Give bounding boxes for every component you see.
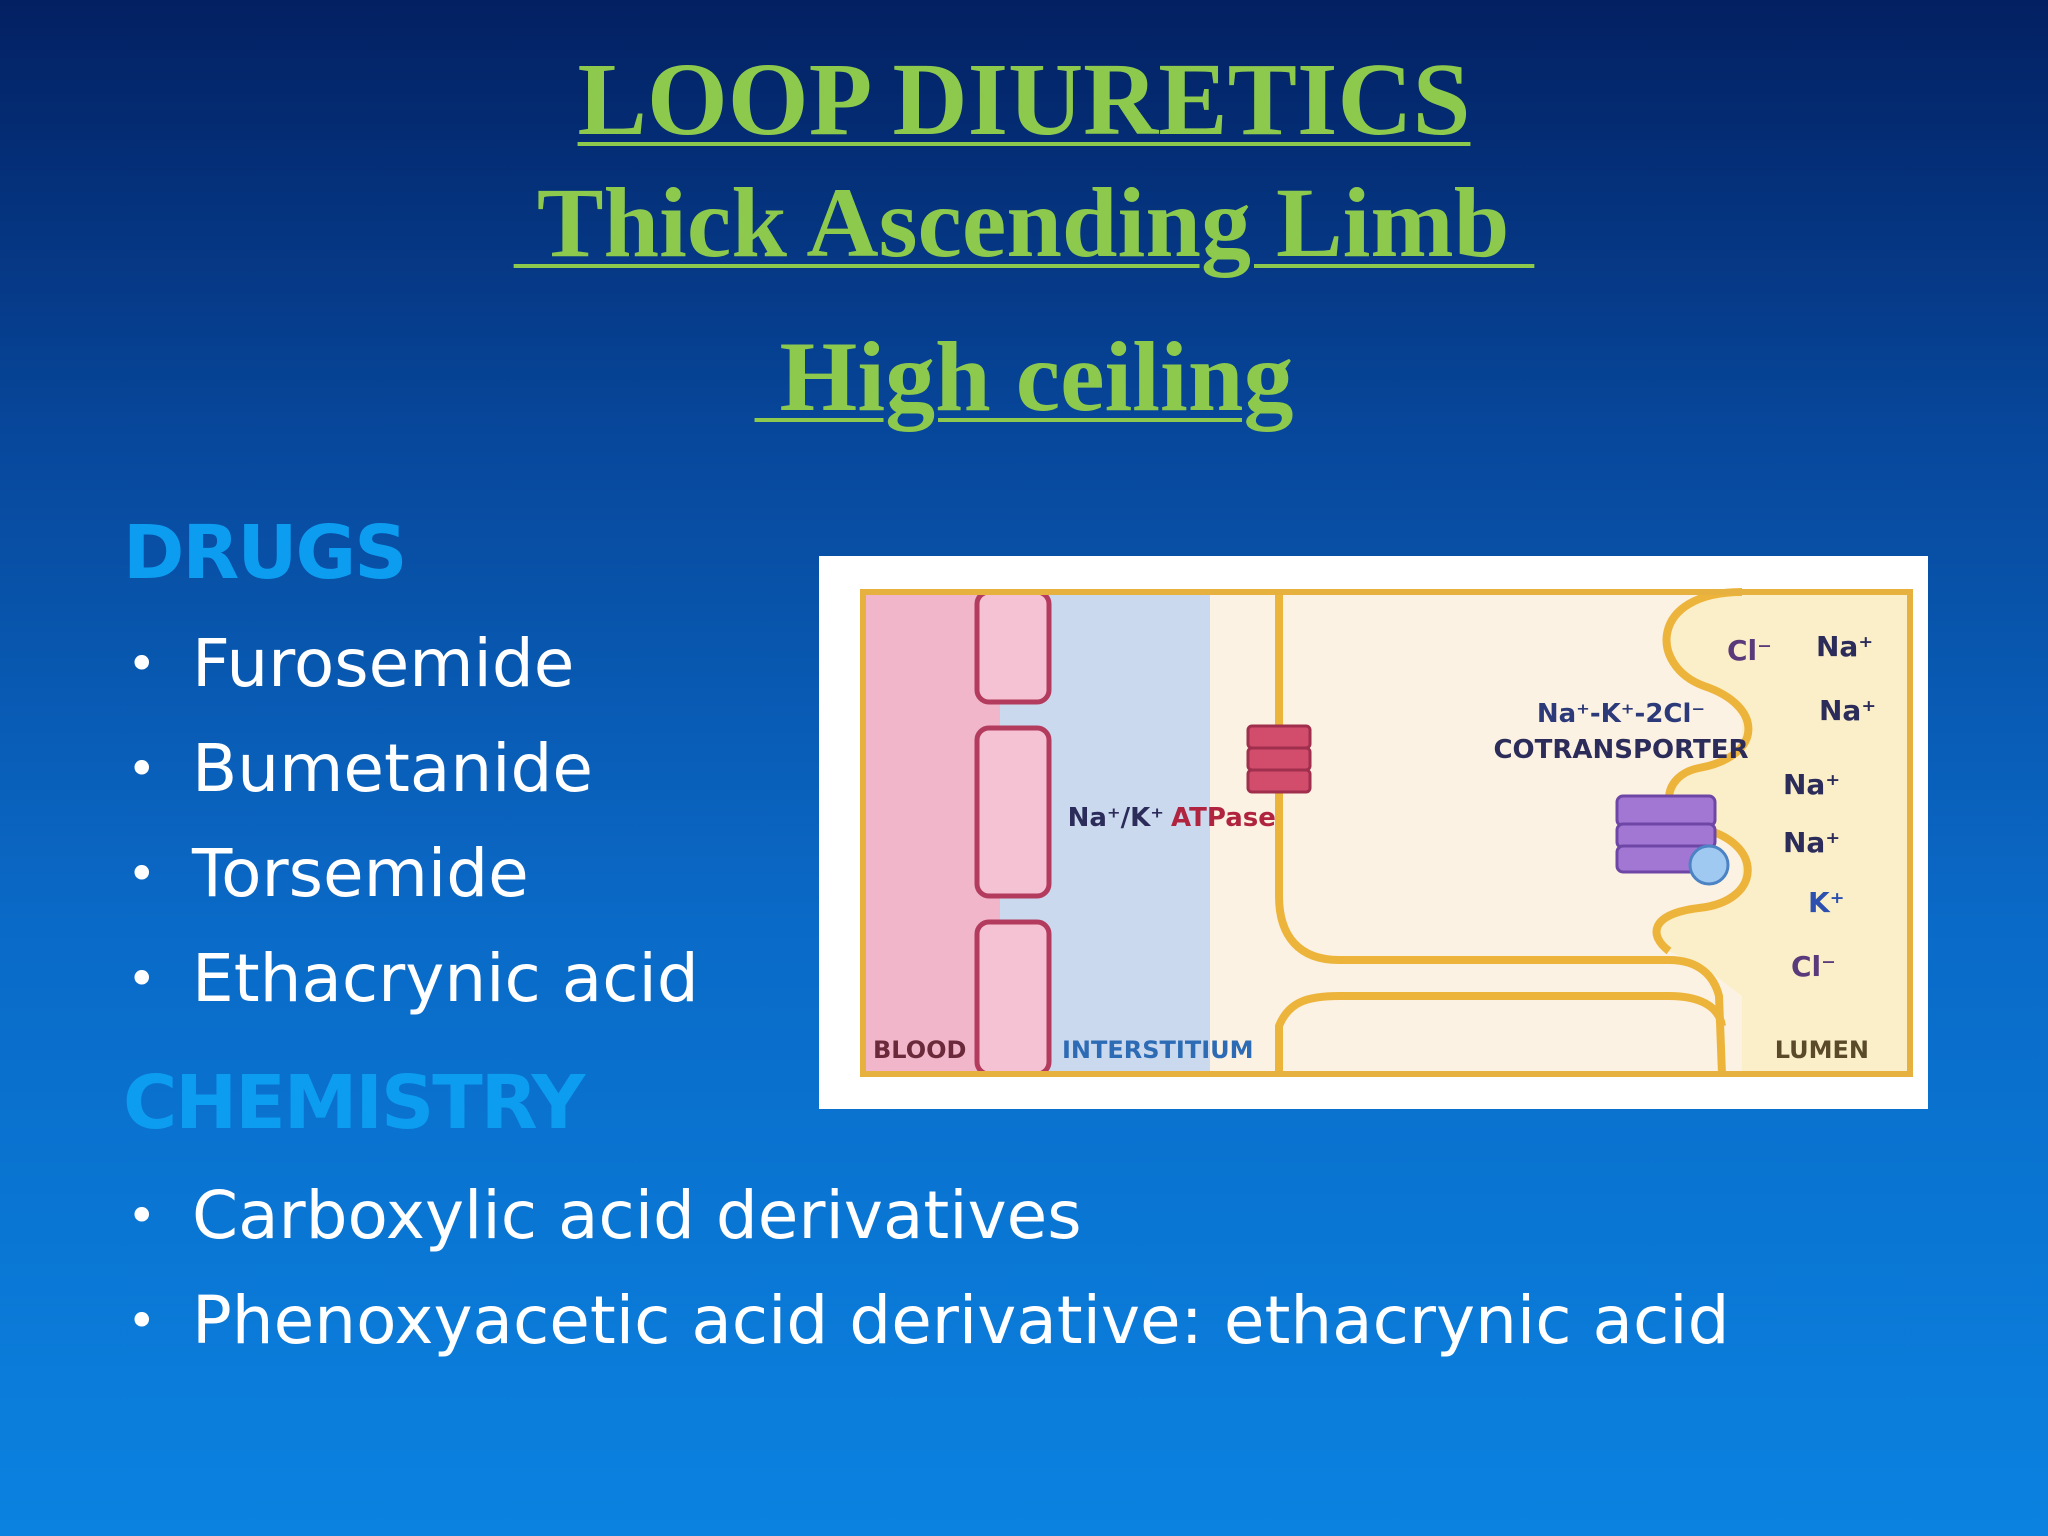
basolateral-membrane (1275, 592, 1726, 1075)
bullet-icon: • (127, 950, 157, 1008)
title-line-1: LOOP DIURETICS (577, 42, 1471, 157)
lumen-ion-label: Na⁺ (1819, 694, 1876, 727)
drug-name: Furosemide (192, 625, 575, 702)
blood-label: BLOOD (873, 1036, 966, 1064)
apical-membrane (1652, 588, 1753, 955)
tubule-diagram: Na⁺/K⁺ ATPase Na⁺-K⁺-2Cl⁻ COTRANSPORTER … (819, 556, 1928, 1109)
lumen-ion-label: Na⁺ (1816, 630, 1873, 663)
chemistry-item: Phenoxyacetic acid derivative: ethacryni… (192, 1282, 1730, 1359)
lumen-ion-label: Cl⁻ (1727, 634, 1772, 667)
drug-name: Ethacrynic acid (192, 940, 699, 1017)
cotransporter-icon (1615, 794, 1730, 886)
drug-name: Bumetanide (192, 730, 593, 807)
tight-junction-membrane (1275, 992, 1726, 1074)
capillary-wall-segment (974, 589, 1052, 705)
bullet-icon: • (127, 635, 157, 693)
lumen-ion-label: K⁺ (1808, 886, 1844, 919)
pump-name-label: ATPase (1171, 803, 1276, 833)
list-item: • Carboxylic acid derivatives (123, 1176, 1730, 1281)
capillary-wall-segment (974, 725, 1052, 899)
chemistry-item: Carboxylic acid derivatives (192, 1177, 1082, 1254)
drugs-list: • Furosemide • Bumetanide • Torsemide • Etha… (123, 624, 699, 1044)
tubule-diagram-svg: Na⁺/K⁺ ATPase Na⁺-K⁺-2Cl⁻ COTRANSPORTER … (860, 588, 1913, 1077)
bullet-icon: • (127, 1292, 157, 1350)
bullet-icon: • (127, 1187, 157, 1245)
drug-name: Torsemide (192, 835, 529, 912)
bullet-icon: • (127, 740, 157, 798)
title-line-3: High ceiling (754, 321, 1294, 432)
cotransporter-ions-label: Na⁺-K⁺-2Cl⁻ (1537, 699, 1705, 729)
slide-title: LOOP DIURETICS Thick Ascending Limb High… (0, 48, 2048, 427)
lumen-ion-label: Na⁺ (1783, 826, 1840, 859)
na-k-atpase-pump-icon (1246, 724, 1312, 794)
pump-ions-label: Na⁺/K⁺ (1068, 803, 1164, 833)
capillary-wall-segment (974, 919, 1052, 1077)
chemistry-list: • Carboxylic acid derivatives • Phenoxyace… (123, 1176, 1730, 1386)
list-item: • Torsemide (123, 834, 699, 939)
drugs-heading: DRUGS (123, 510, 408, 596)
lumen-ion-label: Cl⁻ (1791, 950, 1836, 983)
list-item: • Bumetanide (123, 729, 699, 834)
list-item: • Furosemide (123, 624, 699, 729)
lumen-ion-label: Na⁺ (1783, 768, 1840, 801)
list-item: • Ethacrynic acid (123, 939, 699, 1044)
interstitium-label: INTERSTITIUM (1062, 1036, 1254, 1064)
chemistry-heading: CHEMISTRY (123, 1060, 585, 1146)
diagram-border (860, 589, 1913, 1077)
lumen-label: LUMEN (1775, 1036, 1869, 1064)
lumen-fill (1656, 592, 1910, 996)
cotransporter-name-label: COTRANSPORTER (1493, 735, 1748, 765)
bullet-icon: • (127, 845, 157, 903)
list-item: • Phenoxyacetic acid derivative: ethacryn… (123, 1281, 1730, 1386)
title-line-2: Thick Ascending Limb (513, 167, 1535, 278)
